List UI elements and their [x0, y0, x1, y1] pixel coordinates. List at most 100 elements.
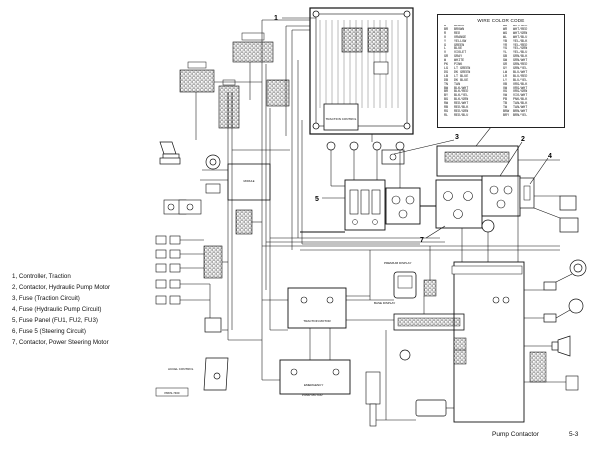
wire-color-code-row: PB PNK/BLK: [503, 98, 558, 103]
wire-color-name: YEL/BLU: [513, 51, 528, 56]
work-light-upper: [543, 259, 587, 291]
wire-code: OG: [503, 90, 508, 95]
wire-color-name: BRN/WHT: [513, 109, 528, 114]
footer-code-label: PRDS-7460: [165, 391, 180, 395]
wire-color-code-row: YL YEL/BLU: [503, 51, 558, 56]
wire-code: Y: [444, 39, 447, 44]
callout-4: 4: [548, 153, 552, 160]
wire-color-name: BLK/GRN: [454, 98, 469, 103]
wire-code: GW: [503, 59, 508, 64]
buzzer: [565, 375, 579, 391]
wire-color-name: TAN/BLK: [513, 102, 528, 107]
wire-code: L: [444, 47, 447, 52]
base-display: BASE DISPLAY: [374, 301, 465, 331]
legend-item: 3, Fuse (Traction Circuit): [12, 295, 80, 302]
small-circle-component: [399, 349, 411, 361]
wire-color-name: VIOLET: [454, 51, 467, 56]
premium-display-label: PREMIUM DISPLAY: [384, 261, 411, 265]
wire-color-code-title: WIRE COLOR CODE: [477, 18, 525, 23]
footer-code-box: PRDS-7460: [155, 387, 189, 397]
wire-color-name: DK GREEN: [454, 70, 471, 75]
work-light-lower: [543, 298, 584, 323]
wire-color-code-row: G GREEN: [444, 43, 499, 49]
wire-color-name: PNK/BLK: [513, 98, 528, 103]
wire-color-name: BLK/WHT: [454, 86, 469, 91]
wire-code: WL: [503, 35, 508, 40]
horn-icon: [551, 335, 571, 357]
forward-reverse-module: MODULE: [227, 163, 271, 201]
callout-1: 1: [274, 15, 278, 22]
display-connector: [423, 279, 437, 297]
key-switch: [159, 154, 221, 170]
callout-7: 7: [420, 237, 424, 244]
battery-connector: [559, 195, 579, 233]
legend-item: 5, Fuse Panel (FU1, FU2, FU3): [12, 317, 98, 324]
hydraulic-fuse-4: [519, 177, 535, 209]
wire-code: BY: [444, 94, 449, 99]
wire-code: BR: [444, 90, 449, 95]
wire-code: V: [444, 51, 447, 56]
wire-code: YL: [503, 51, 508, 56]
callout-2: 2: [521, 136, 525, 143]
legend-item: 2, Contactor, Hydraulic Pump Motor: [12, 284, 111, 291]
pump-motor-label: PUMP MOTOR: [302, 393, 323, 397]
component-legend: 1, Controller, Traction 2, Contactor, Hy…: [12, 271, 110, 348]
premium-display: PREMIUM DISPLAY: [384, 261, 417, 299]
wire-color-code-row: V VIOLET: [444, 51, 499, 56]
wire-color-name: WHITE: [454, 59, 465, 64]
wire-code: DB: [444, 78, 449, 83]
wire-code: OW: [503, 86, 508, 91]
wire-code: BRY: [503, 113, 510, 118]
wire-code: G: [444, 43, 447, 48]
wire-code: PK: [444, 63, 449, 68]
wire-color-name: WHT/RED: [513, 27, 528, 32]
wire-code: LW: [503, 70, 508, 75]
wire-code: YB: [503, 39, 508, 44]
connector-right-of-mid: [266, 79, 290, 107]
wire-color-name: VIO/WHT: [513, 94, 528, 99]
wire-color-name: GRAY: [454, 55, 463, 60]
traction-controller: TRACTION CONTROL: [309, 7, 414, 135]
wire-code: GB: [503, 55, 508, 60]
page-number: 5-3: [569, 431, 579, 438]
wire-color-name: GREEN: [454, 43, 465, 48]
wire-color-name: YEL/GRN: [513, 47, 528, 52]
wire-code: GR: [503, 63, 508, 68]
wire-code: TW: [503, 106, 508, 111]
wire-color-name: WHT/BLK: [513, 25, 528, 28]
wire-code: WG: [503, 31, 508, 36]
small-connector-center-left: [235, 209, 253, 235]
wire-code: BR: [444, 27, 449, 32]
wire-code: PB: [503, 98, 508, 103]
wire-code: BRW: [503, 109, 510, 114]
wire-color-name: TAN/WHT: [513, 106, 528, 111]
fuse-block-6: [436, 145, 519, 177]
fuse-panel: [344, 179, 386, 231]
footer-title: Pump Contactor: [492, 431, 539, 438]
